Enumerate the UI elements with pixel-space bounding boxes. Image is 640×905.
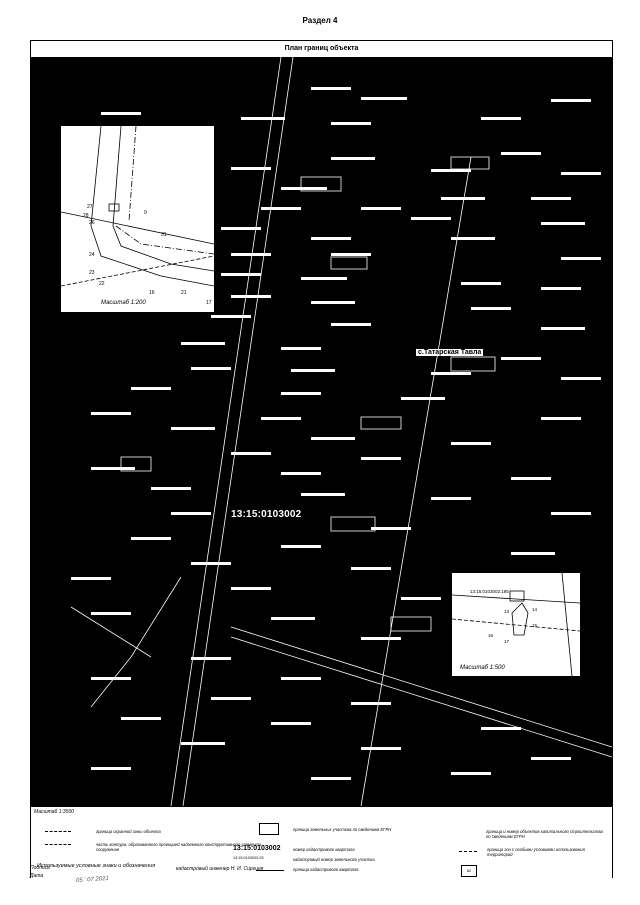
map-area: 27 28 26 9 31 24 23 22 16 21 17 Масштаб 1:200 bbox=[31, 57, 612, 806]
svg-text:28: 28 bbox=[83, 213, 89, 219]
inset-small-drawing: 13:15:0103002:185 13 14 15 16 17 bbox=[452, 573, 580, 676]
svg-text:17: 17 bbox=[504, 639, 510, 644]
svg-text:31: 31 bbox=[161, 232, 167, 238]
svg-text:22: 22 bbox=[99, 281, 105, 287]
inset-large-drawing: 27 28 26 9 31 24 23 22 16 21 17 bbox=[61, 126, 214, 306]
date-value: 05 ' 07 2021 bbox=[75, 875, 110, 885]
legend: Масштаб 1:3500 граница земельных участко… bbox=[31, 806, 612, 878]
engineer-name: кадастровый инженер Н. И. Сиргиня bbox=[176, 866, 264, 872]
date-label: Дата bbox=[30, 873, 44, 879]
quarter-boundary-swatch bbox=[256, 870, 284, 871]
quarter-label: 13:15:0103002 bbox=[231, 509, 302, 520]
svg-text:9: 9 bbox=[144, 210, 147, 216]
svg-text:16: 16 bbox=[149, 290, 155, 296]
map-drawing bbox=[70, 57, 612, 806]
svg-text:17: 17 bbox=[206, 300, 212, 306]
date-row: Дата bbox=[30, 873, 43, 879]
legend-quarter-sample: 13:15:0103002 bbox=[233, 845, 281, 852]
linear-part-swatch bbox=[45, 844, 71, 845]
section-title: Раздел 4 bbox=[302, 16, 338, 25]
sign-label: Подпись bbox=[30, 865, 50, 871]
plan-header: План границ объекта bbox=[31, 41, 612, 58]
svg-text:15: 15 bbox=[532, 623, 538, 628]
svg-text:16: 16 bbox=[488, 633, 494, 638]
legend-parcel-boundary: граница земельных участков по сведениям … bbox=[293, 827, 392, 832]
legend-protection-zone: граница охранной зоны объекта bbox=[96, 829, 161, 834]
main-scale: Масштаб 1:3500 bbox=[34, 809, 75, 815]
svg-text:26: 26 bbox=[89, 220, 95, 226]
svg-text:14: 14 bbox=[532, 607, 538, 612]
inset-large-caption: Масштаб 1:200 bbox=[101, 300, 146, 306]
signature-row: Подпись bbox=[30, 865, 50, 871]
svg-text:13: 13 bbox=[504, 609, 510, 614]
legend-building: граница и номер объектов капитального ст… bbox=[486, 829, 603, 839]
svg-text:24: 24 bbox=[89, 252, 95, 258]
svg-text:21: 21 bbox=[181, 290, 187, 296]
legend-parcel-desc: кадастровый номер земельного участка bbox=[293, 857, 375, 862]
inset-small-caption: Масштаб 1:500 bbox=[460, 665, 505, 671]
svg-text:13:15:0103002:185: 13:15:0103002:185 bbox=[470, 589, 509, 594]
plan-frame: План границ объекта bbox=[30, 40, 613, 878]
legend-parcel-sample: 13:15:0103002:25 bbox=[233, 856, 264, 860]
inset-large: 27 28 26 9 31 24 23 22 16 21 17 Масштаб 1:200 bbox=[60, 125, 215, 313]
legend-title: Используемые условные знаки и обозначени… bbox=[37, 863, 156, 869]
svg-text:27: 27 bbox=[87, 204, 93, 210]
building-swatch: 62 bbox=[461, 865, 477, 877]
svg-text:23: 23 bbox=[89, 270, 95, 276]
village-label: с.Татарская Тавла bbox=[416, 349, 484, 356]
inset-small: 13:15:0103002:185 13 14 15 16 17 Масштаб 1… bbox=[451, 572, 581, 677]
legend-special-zone: граница зон с особыми условиями использо… bbox=[487, 847, 585, 857]
special-zone-swatch bbox=[459, 851, 477, 852]
legend-quarter-boundary: граница кадастрового квартала bbox=[293, 867, 359, 872]
legend-linear-part: часть контура, образованного проекцией н… bbox=[96, 842, 262, 852]
parcel-boundary-swatch bbox=[259, 823, 279, 835]
legend-quarter-desc: номер кадастрового квартала bbox=[293, 847, 355, 852]
protection-zone-swatch bbox=[45, 831, 71, 832]
